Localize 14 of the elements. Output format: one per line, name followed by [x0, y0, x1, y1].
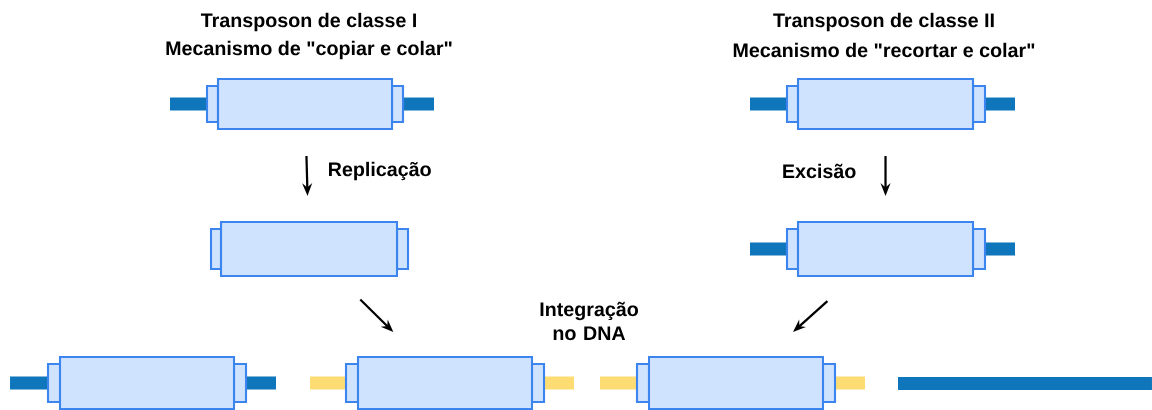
transposon-drawing	[310, 355, 574, 410]
transposon-drawing	[600, 355, 865, 410]
transposon-drawing	[750, 77, 1015, 131]
heading-text: Transposon de classe I	[200, 12, 416, 32]
transposon-drawing	[10, 355, 276, 410]
transposon-drawing	[750, 220, 1015, 278]
heading-text: Mecanismo de "copiar e colar"	[166, 40, 452, 60]
heading-text: Mecanismo de "recortar e colar"	[733, 42, 1035, 58]
edge-label: Replicação	[329, 161, 431, 181]
heading-text: Integração no DNA	[540, 301, 638, 341]
transposon-drawing	[209, 220, 410, 278]
transposon-drawing	[170, 77, 434, 131]
heading-text: Transposon de classe II	[773, 12, 994, 32]
edge-label: Excisão	[783, 163, 856, 179]
